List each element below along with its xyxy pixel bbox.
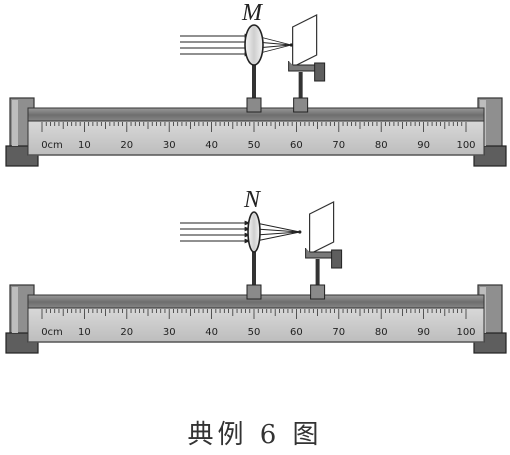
ruler-label: 90 [417, 140, 430, 151]
refracted-ray [255, 228, 300, 233]
ruler-label: 50 [248, 327, 261, 338]
optical-rail [27, 294, 485, 343]
light-screen [305, 201, 343, 269]
refracted-ray [255, 222, 300, 233]
incident-rays [180, 220, 251, 244]
ruler-label: 40 [205, 327, 218, 338]
ruler-label: 60 [290, 140, 303, 151]
ruler-label: 20 [120, 140, 133, 151]
ruler-label: 10 [78, 140, 91, 151]
ruler-label: 30 [163, 327, 176, 338]
ruler-label: 80 [375, 140, 388, 151]
lens-slider [246, 284, 262, 300]
screen-clamp [331, 249, 343, 269]
screen-frame [309, 201, 335, 255]
ruler-label: 0cm [41, 140, 63, 151]
focal-point [289, 43, 293, 47]
rail-face [27, 120, 485, 156]
ruler-label: 70 [332, 327, 345, 338]
ruler-label: 10 [78, 327, 91, 338]
ruler-ticks [41, 122, 467, 132]
screen-frame [292, 14, 318, 68]
stand-highlight [12, 287, 18, 333]
refracted-rays [255, 222, 302, 242]
ruler-label: 30 [163, 140, 176, 151]
ruler-ticks [41, 309, 467, 319]
setup-m: 0cm 10 20 30 40 50 60 70 80 90 100 M [5, 0, 507, 167]
light-screen [288, 14, 326, 82]
ruler-label: 100 [456, 327, 475, 338]
convex-lens [244, 24, 264, 66]
lens-label: M [241, 0, 264, 26]
ruler-label: 40 [205, 140, 218, 151]
optical-rail [27, 107, 485, 156]
ruler-label: 80 [375, 327, 388, 338]
figure-caption: 典例 6 图 [187, 420, 322, 450]
lens-label: N [243, 187, 262, 213]
refracted-ray [255, 231, 300, 242]
ruler-label: 100 [456, 140, 475, 151]
stand-highlight [12, 100, 18, 146]
ruler-label: 0cm [41, 327, 63, 338]
convex-lens [247, 211, 261, 253]
ruler-label: 20 [120, 327, 133, 338]
ruler-label: 90 [417, 327, 430, 338]
lens-holder [246, 252, 262, 300]
focal-point [298, 230, 302, 234]
incident-rays [180, 33, 251, 57]
screen-clamp [314, 62, 326, 82]
screen-slider [293, 97, 309, 113]
lens-holder [246, 65, 262, 113]
ruler-label: 50 [248, 140, 261, 151]
setup-n: 0cm 10 20 30 40 50 60 70 80 90 100 N [5, 187, 507, 354]
lens-slider [246, 97, 262, 113]
screen-holder [310, 259, 326, 300]
ruler-label: 70 [332, 140, 345, 151]
ruler-label: 60 [290, 327, 303, 338]
refracted-ray [255, 231, 300, 236]
screen-holder [293, 72, 309, 113]
screen-slider [310, 284, 326, 300]
